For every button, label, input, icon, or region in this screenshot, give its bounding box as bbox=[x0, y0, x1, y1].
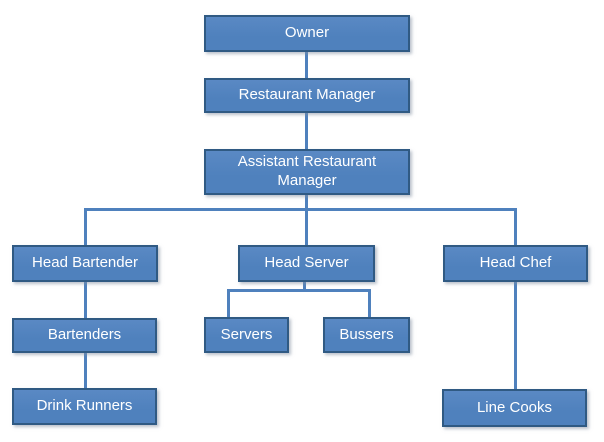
org-node-line-cooks[interactable]: Line Cooks bbox=[442, 389, 587, 427]
org-node-servers[interactable]: Servers bbox=[204, 317, 289, 353]
connector-server-bus bbox=[227, 289, 371, 292]
connector-bus-head-bartender bbox=[84, 211, 87, 245]
org-node-servers-label: Servers bbox=[220, 325, 273, 343]
connector-head-server-to-bus2 bbox=[303, 282, 306, 289]
org-node-line-cooks-label: Line Cooks bbox=[476, 398, 553, 416]
connector-owner-restaurant-manager bbox=[305, 52, 308, 78]
org-node-owner[interactable]: Owner bbox=[204, 15, 410, 52]
org-node-head-server[interactable]: Head Server bbox=[238, 245, 375, 282]
connector-bus2-bussers bbox=[368, 292, 371, 317]
org-node-head-bartender[interactable]: Head Bartender bbox=[12, 245, 158, 282]
connector-restaurant-manager-assistant bbox=[305, 113, 308, 149]
connector-bus-head-server bbox=[305, 211, 308, 245]
org-node-bartenders-label: Bartenders bbox=[47, 326, 122, 344]
org-node-bussers-label: Bussers bbox=[339, 325, 394, 343]
org-node-drink-runners[interactable]: Drink Runners bbox=[12, 388, 157, 425]
org-node-head-chef-label: Head Chef bbox=[479, 254, 552, 272]
connector-head-chef-line-cooks bbox=[514, 282, 517, 389]
connector-bus2-servers bbox=[227, 292, 230, 317]
org-node-assistant-restaurant-manager-label: Assistant Restaurant Manager bbox=[237, 153, 377, 189]
org-node-assistant-restaurant-manager[interactable]: Assistant Restaurant Manager bbox=[204, 149, 410, 195]
org-node-head-chef[interactable]: Head Chef bbox=[443, 245, 588, 282]
org-node-restaurant-manager-label: Restaurant Manager bbox=[238, 86, 376, 104]
connector-head-bartender-bartenders bbox=[84, 282, 87, 318]
org-node-drink-runners-label: Drink Runners bbox=[36, 397, 133, 415]
org-node-owner-label: Owner bbox=[284, 24, 330, 42]
org-node-bartenders[interactable]: Bartenders bbox=[12, 318, 157, 353]
connector-assistant-to-bus bbox=[305, 195, 308, 208]
connector-bartenders-drink-runners bbox=[84, 353, 87, 388]
org-node-restaurant-manager[interactable]: Restaurant Manager bbox=[204, 78, 410, 113]
org-node-bussers[interactable]: Bussers bbox=[323, 317, 410, 353]
connector-bus-head-chef bbox=[514, 211, 517, 245]
connector-main-bus bbox=[84, 208, 517, 211]
org-node-head-server-label: Head Server bbox=[264, 254, 349, 272]
org-node-head-bartender-label: Head Bartender bbox=[32, 254, 138, 272]
